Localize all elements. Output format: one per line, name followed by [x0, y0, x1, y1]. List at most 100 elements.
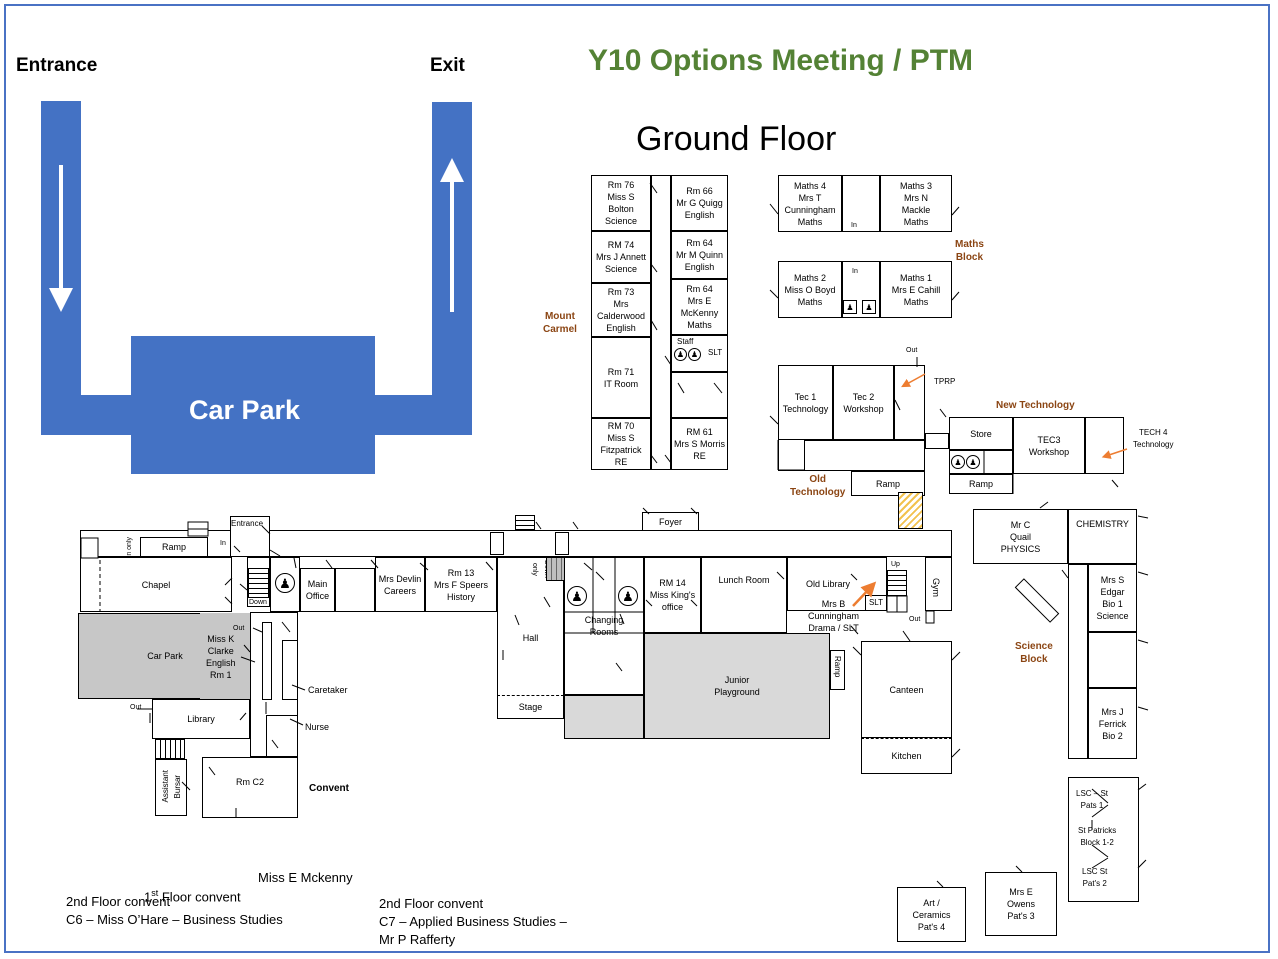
stairs: [515, 515, 535, 530]
science-block-label: Science Block: [1015, 641, 1053, 665]
slt-label: SLT: [708, 348, 723, 357]
room-66: Rm 66 Mr G Quigg English: [671, 175, 728, 231]
gym-label: Gym: [931, 578, 941, 597]
staff-label: Staff: [677, 337, 694, 346]
library: Library: [152, 699, 250, 739]
toilet-icon: ♟: [275, 573, 295, 593]
owens-room: Mrs E Owens Pat's 3: [985, 872, 1057, 936]
maths-3: Maths 3 Mrs N Mackle Maths: [880, 175, 952, 232]
maths-in-top: In: [851, 222, 857, 229]
room-73: Rm 73 Mrs Calderwood English: [591, 283, 651, 337]
toilet-icon: ♟: [843, 300, 857, 314]
room-71: Rm 71 IT Room: [591, 337, 651, 418]
nurse-label: Nurse: [305, 722, 330, 732]
second-floor-convent-c7: 2nd Floor convent C7 – Applied Business …: [379, 896, 567, 947]
toilet-icon: ♟: [674, 348, 687, 361]
old-technology-label: Old Technology: [790, 474, 846, 498]
tec-1: Tec 1 Technology: [778, 365, 833, 440]
room-14: RM 14 Miss King's office: [644, 557, 701, 633]
west-corridor-inner: [262, 622, 272, 700]
lunch-room: Lunch Room: [701, 557, 787, 633]
science-corridor: [1068, 564, 1088, 759]
ramp-vertical-label: Ramp: [833, 656, 842, 678]
entrance-label-main: Entrance: [231, 519, 264, 528]
tech-4-label: TECH 4 Technology: [1133, 428, 1174, 449]
maths-4: Maths 4 Mrs T Cunningham Maths: [778, 175, 842, 232]
up-label: Up: [891, 561, 900, 568]
science-middle: [1088, 632, 1137, 688]
room-70: RM 70 Miss S Fitzpatrick RE: [591, 418, 651, 470]
ferrick-room: Mrs J Ferrick Bio 2: [1088, 688, 1137, 759]
tech-4-room: [1085, 417, 1124, 474]
caretaker-label: Caretaker: [308, 685, 348, 695]
store-room: Store: [949, 417, 1013, 450]
toilet-icon: ♟: [688, 348, 701, 361]
mount-carmel-label: Mount Carmel: [543, 311, 577, 335]
old-tech-out-label: Out: [906, 347, 918, 354]
maths-block-label: Maths Block: [955, 239, 984, 263]
room-76: Rm 76 Miss S Bolton Science: [591, 175, 651, 231]
room-61: RM 61 Mrs S Morris RE: [671, 418, 728, 470]
first-floor-rest: Floor convent: [158, 889, 241, 905]
tech-link: [925, 433, 949, 449]
room-13: Rm 13 Mrs F Speers History: [425, 557, 497, 612]
tprp-label: TPRP: [934, 377, 956, 386]
foyer: Foyer: [642, 512, 699, 531]
toilet-icon: ♟: [966, 455, 980, 469]
first-floor-prefix: 1: [144, 889, 152, 905]
page-border: [4, 4, 1270, 953]
toilet-icon: ♟: [951, 455, 965, 469]
lsc-pats-1: LSC – St Pats 1: [1076, 789, 1109, 810]
maths-corridor-top: [842, 175, 880, 232]
tec-2: Tec 2 Workshop: [833, 365, 894, 440]
out-label-library: Out: [130, 704, 142, 711]
hall: Hall: [497, 557, 564, 719]
corridor-door-b: [555, 532, 569, 555]
caretaker-cupboard: [282, 640, 298, 700]
art-ceramics-room: Art / Ceramics Pat's 4: [897, 887, 966, 942]
second-floor-convent-c6: 2nd Floor convent C6 – Miss O’Hare – Bus…: [66, 894, 283, 927]
lsc-pats-2: LSC St Pat's 2: [1082, 867, 1108, 888]
junior-playground: Junior Playground: [644, 633, 830, 739]
room-1: [200, 613, 252, 699]
first-floor-convent-name: Miss E Mckenny: [258, 870, 353, 885]
page-title: Y10 Options Meeting / PTM: [588, 44, 974, 77]
grey-yard: [564, 695, 644, 739]
edgar-room: Mrs S Edgar Bio 1 Science: [1088, 564, 1137, 632]
old-library-label: Old Library: [806, 579, 851, 589]
kitchen: Kitchen: [861, 738, 952, 774]
assistant-bursar: [155, 759, 187, 816]
room-74: RM 74 Mrs J Annett Science: [591, 231, 651, 283]
chemistry-room: CHEMISTRY: [1068, 509, 1137, 564]
old-tech-ramp: Ramp: [851, 471, 925, 496]
room-64b: Rm 64 Mrs E McKenny Maths: [671, 279, 728, 335]
tec-3: TEC3 Workshop: [1013, 417, 1085, 474]
ramp-vertical: [830, 650, 845, 690]
new-tech-ramp: Ramp: [949, 474, 1013, 494]
physics-room: Mr C Quail PHYSICS: [973, 509, 1068, 564]
new-technology-label: New Technology: [996, 400, 1075, 411]
main-corridor: [80, 530, 952, 557]
corridor-door-a: [490, 532, 504, 555]
upper-corridor: [651, 175, 671, 470]
careers-office: Mrs Devlin Careers: [375, 557, 425, 612]
first-floor-sup: st: [151, 888, 159, 898]
floor-title: Ground Floor: [636, 120, 837, 158]
car-park-area: [131, 336, 375, 474]
down-label: Down: [249, 599, 267, 606]
exit-label: Exit: [430, 55, 465, 76]
room-c2: Rm C2: [202, 757, 298, 818]
canteen: Canteen: [861, 641, 952, 738]
toilet-icon: ♟: [567, 586, 587, 606]
hatched-link: [898, 492, 923, 529]
out-label-gym: Out: [909, 616, 921, 623]
maths-in-bottom: In: [852, 268, 858, 275]
first-floor-convent-note: 1st Floor convent: [144, 866, 241, 906]
ramp-entry: Ramp: [140, 537, 208, 557]
toilet-icon: ♟: [618, 586, 638, 606]
stage: Stage: [497, 695, 564, 719]
maths-2: Maths 2 Miss O Boyd Maths: [778, 261, 842, 318]
lsc-block: [1068, 777, 1139, 902]
